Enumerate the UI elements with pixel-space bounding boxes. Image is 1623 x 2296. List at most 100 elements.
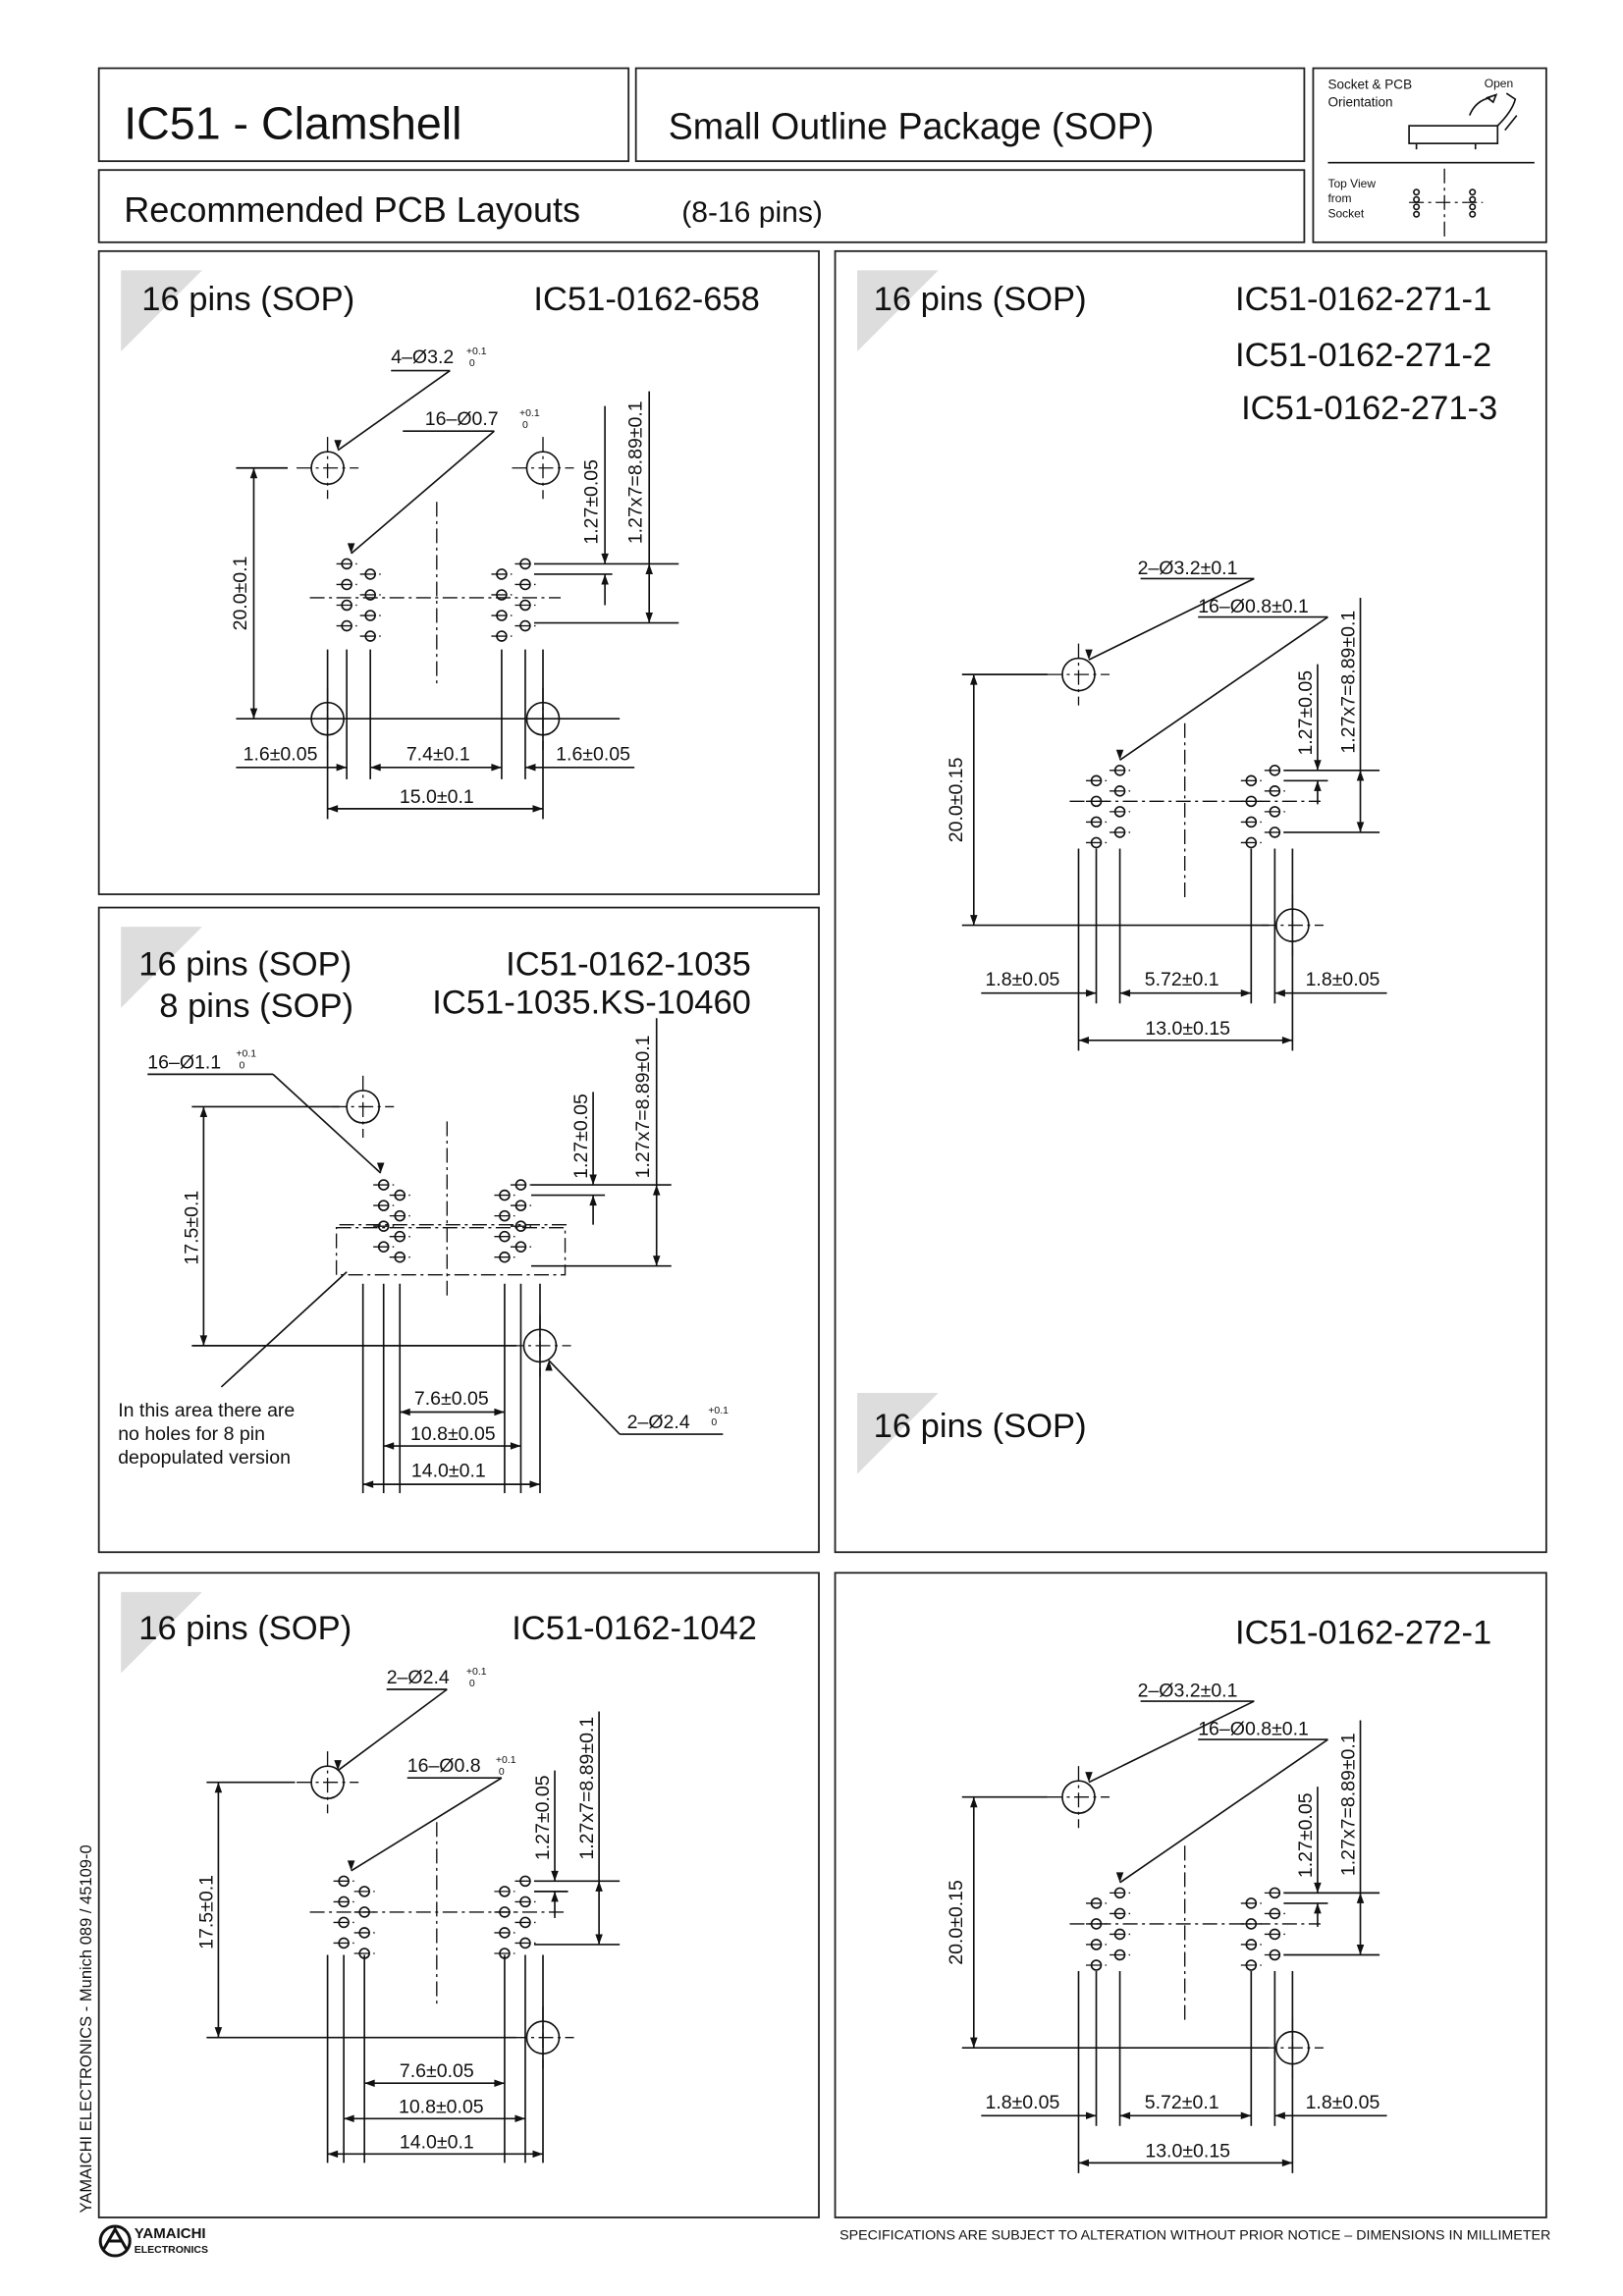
arrowhead — [970, 1796, 978, 1808]
arrowhead — [595, 1881, 603, 1892]
tolerance-lower: 0 — [522, 419, 528, 431]
arrowhead — [1281, 2159, 1293, 2167]
dimension-line — [351, 430, 495, 555]
arrowhead — [362, 1480, 374, 1488]
mount-holes-callout: 2–Ø3.2±0.1 — [1138, 558, 1238, 579]
arrowhead — [652, 1255, 661, 1266]
pins-label: 16 pins (SOP) — [141, 281, 354, 318]
outer-dim: 14.0±0.1 — [400, 2131, 474, 2153]
tolerance-upper: +0.1 — [236, 1047, 256, 1059]
part-number: IC51-0162-658 — [533, 281, 759, 318]
part-number: IC51-0162-272-1 — [1235, 1614, 1491, 1651]
panel-ic51-0162-1042 — [97, 1572, 820, 2218]
arrowhead — [1115, 1872, 1124, 1883]
inner-dim: 7.6±0.05 — [400, 2060, 474, 2082]
pitch-dim: 1.27±0.05 — [532, 1775, 554, 1860]
middle-dim: 10.8±0.05 — [410, 1423, 496, 1445]
pin-holes-callout: 16–Ø0.8±0.1 — [1198, 1719, 1309, 1740]
span-dim: 1.27x7=8.89±0.1 — [576, 1717, 598, 1860]
arrowhead — [545, 1360, 553, 1371]
corner-marker — [857, 270, 939, 352]
arrowhead — [970, 915, 978, 926]
tolerance-lower: 0 — [469, 1678, 475, 1689]
dimension-line — [1119, 615, 1328, 761]
tolerance-upper: +0.1 — [519, 407, 540, 419]
arrowhead — [400, 1408, 410, 1416]
arrowhead — [383, 1442, 395, 1450]
arrowhead — [327, 805, 339, 813]
open-label: Open — [1485, 77, 1513, 90]
arrowhead — [1356, 1944, 1365, 1955]
dimension-line — [1088, 577, 1255, 661]
outer-dim: 15.0±0.1 — [400, 786, 474, 808]
note-line: depopulated version — [118, 1447, 291, 1468]
mount-holes-callout: 2–Ø3.2±0.1 — [1138, 1681, 1238, 1702]
arrowhead — [336, 764, 348, 772]
arrowhead — [1281, 1037, 1293, 1044]
arrowhead — [1314, 780, 1322, 791]
arrowhead — [1240, 988, 1252, 997]
tolerance-upper: +0.1 — [496, 1754, 516, 1766]
arrowhead — [1078, 2159, 1090, 2167]
mount-holes-callout: 4–Ø3.2 — [391, 347, 454, 368]
top-view-line2: from — [1327, 191, 1351, 205]
layout-ic51-0162-271: 16 pins (SOP)IC51-0162-271-1IC51-0162-27… — [857, 270, 1497, 1051]
edge-right-dim: 1.8±0.05 — [1306, 969, 1380, 990]
part-number: IC51-0162-271-1 — [1235, 281, 1491, 318]
package-box — [634, 67, 1306, 163]
socket-icon — [1408, 92, 1518, 150]
dimension-line — [548, 1360, 621, 1435]
top-view-icon — [1409, 168, 1484, 237]
arrowhead — [1240, 2111, 1252, 2120]
pitch-dim: 1.27±0.05 — [570, 1094, 592, 1179]
part-number: IC51-0162-271-2 — [1235, 337, 1491, 374]
middle-dim: 10.8±0.05 — [399, 2096, 484, 2117]
mount-holes-callout: 2–Ø2.4 — [627, 1412, 690, 1433]
tolerance-upper: +0.1 — [708, 1405, 729, 1416]
orientation-line2: Orientation — [1327, 95, 1392, 110]
arrowhead — [1086, 988, 1097, 997]
pin-holes-callout: 16–Ø0.7 — [425, 408, 499, 430]
top-view-line3: Socket — [1327, 206, 1364, 220]
arrowhead — [589, 1195, 597, 1206]
arrowhead — [1085, 649, 1093, 661]
arrowhead — [532, 805, 544, 813]
subtitle-box — [97, 169, 1306, 243]
arrowhead — [551, 1891, 559, 1902]
part-number: IC51-0162-271-3 — [1241, 390, 1497, 427]
pin-holes-callout: 16–Ø1.1 — [147, 1051, 221, 1073]
logo-line2: ELECTRONICS — [135, 2244, 208, 2256]
panel-ic51-0162-272 — [834, 1572, 1547, 2218]
arrowhead — [589, 1174, 597, 1186]
tolerance-lower: 0 — [711, 1416, 717, 1428]
dimension-line — [220, 1271, 348, 1388]
arrowhead — [334, 440, 342, 451]
footer-notice: SPECIFICATIONS ARE SUBJECT TO ALTERATION… — [839, 2228, 1550, 2244]
dimension-line — [337, 369, 451, 452]
pin-holes-callout: 16–Ø0.8 — [407, 1755, 481, 1777]
pitch-dim: 1.27±0.05 — [581, 459, 603, 545]
pin-range: (8-16 pins) — [681, 196, 823, 229]
part-number: IC51-0162-1042 — [512, 1610, 757, 1647]
arrowhead — [214, 2027, 223, 2038]
arrowhead — [334, 1760, 342, 1771]
top-view-line1: Top View — [1327, 177, 1376, 190]
arrowhead — [364, 2079, 375, 2087]
arrowhead — [529, 1480, 540, 1488]
arrowhead — [1314, 1902, 1322, 1914]
tolerance-upper: +0.1 — [466, 1666, 487, 1678]
arrowhead — [1356, 770, 1365, 781]
title-box — [97, 67, 630, 163]
span-dim: 1.27x7=8.89±0.1 — [1338, 611, 1360, 754]
layout-ic51-0162-658: 16 pins (SOP)IC51-0162-65820.0±0.11.27±0… — [121, 270, 760, 820]
edge-left-dim: 1.8±0.05 — [985, 969, 1059, 990]
inner-dim: 7.6±0.05 — [414, 1388, 489, 1410]
arrowhead — [1078, 1037, 1090, 1044]
part-number-2: IC51-1035.KS-10460 — [432, 985, 751, 1022]
arrowhead — [199, 1335, 208, 1346]
mount-holes-callout: 2–Ø2.4 — [387, 1667, 450, 1688]
arrowhead — [601, 573, 609, 585]
outer-dim: 14.0±0.1 — [411, 1461, 486, 1482]
pin-holes-callout: 16–Ø0.8±0.1 — [1198, 596, 1309, 617]
